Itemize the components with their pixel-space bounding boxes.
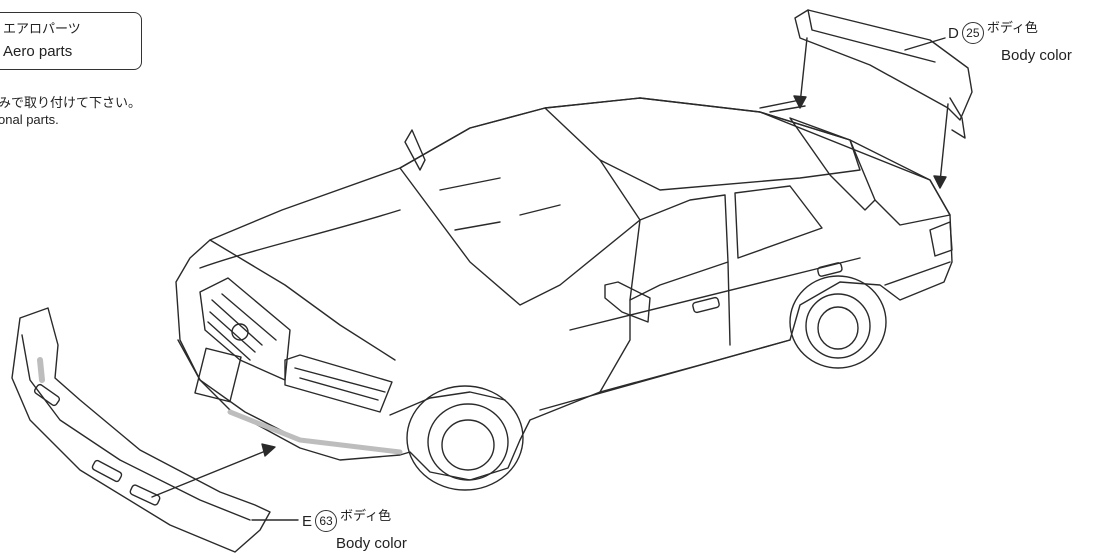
tail-light xyxy=(929,221,953,257)
front-lip-shade xyxy=(37,357,45,383)
front-door-handle xyxy=(692,296,720,314)
headlight-detail xyxy=(294,367,386,401)
installation-note: みで取り付けて下さい。 onal parts. xyxy=(0,94,141,128)
callout-D-leader xyxy=(904,37,946,51)
side-crease xyxy=(569,257,861,331)
installation-note-en: onal parts. xyxy=(0,112,59,127)
windshield xyxy=(399,107,641,306)
hood-line xyxy=(209,239,396,361)
car-body-outline xyxy=(175,97,953,481)
roof-line xyxy=(544,97,861,191)
callout-D-code: D xyxy=(948,24,959,42)
trunk-lid xyxy=(759,111,951,226)
door-line-1 xyxy=(599,299,631,393)
hood-crease xyxy=(199,209,401,269)
rear-spoiler-outline xyxy=(794,9,973,121)
grille-slats xyxy=(207,293,277,361)
spoiler-arrow-right-head xyxy=(933,175,947,189)
rear-spoiler-end-plate xyxy=(949,97,966,139)
rear-wheel-hub xyxy=(817,306,859,350)
front-wheel xyxy=(427,403,509,481)
spoiler-arrow-left-head xyxy=(793,95,807,109)
windshield-reflection-2 xyxy=(519,204,561,216)
rear-wheel-arch xyxy=(789,275,887,369)
windshield-reflection-1 xyxy=(439,177,501,191)
side-window-rear xyxy=(734,185,823,259)
rear-window xyxy=(789,117,876,211)
mirror xyxy=(604,281,651,323)
lip-arrow-line xyxy=(151,449,269,498)
headlight xyxy=(284,354,393,413)
lip-arrow-head xyxy=(261,443,276,457)
front-lip-vent-1 xyxy=(33,383,61,407)
callout-D-color-jp: ボディ色 xyxy=(986,20,1038,35)
fender-bar-front xyxy=(389,391,506,416)
front-lip-vent-2 xyxy=(91,459,123,483)
rear-wheel xyxy=(805,293,871,359)
spoiler-install-arrows xyxy=(793,37,949,189)
part-E-front-lip xyxy=(11,307,271,553)
front-wheel-hub xyxy=(441,419,495,471)
license-plate xyxy=(194,347,242,403)
underbody-shade xyxy=(227,409,403,455)
front-wheel-arch xyxy=(406,385,524,491)
rear-spoiler-edge xyxy=(807,9,936,63)
rear-bumper xyxy=(884,261,951,286)
rocker-sill xyxy=(539,339,791,411)
section-title-jp: エアロパーツ xyxy=(3,21,81,36)
callout-D-number-badge: 25 xyxy=(961,22,984,44)
spoiler-arrow-right xyxy=(939,103,949,183)
car-illustration xyxy=(175,97,953,491)
callout-E-number-badge: 63 xyxy=(315,510,338,532)
windshield-reflection-3 xyxy=(454,221,501,231)
door-line-2 xyxy=(727,261,731,346)
section-title-box: エアロパーツ Aero parts xyxy=(0,12,142,70)
grille-emblem xyxy=(231,323,249,341)
front-lip-edge xyxy=(21,334,251,521)
section-title-en: Aero parts xyxy=(3,43,73,60)
rear-door-handle xyxy=(817,262,843,277)
part-D-rear-spoiler xyxy=(794,9,973,139)
installation-note-jp: みで取り付けて下さい。 xyxy=(0,95,142,110)
spoiler-arrow-left xyxy=(799,37,808,105)
side-window-front xyxy=(629,194,729,301)
callout-E-color-en: Body color xyxy=(336,535,407,552)
front-lip-outline xyxy=(11,307,271,553)
callout-D-color-en: Body color xyxy=(1001,47,1072,64)
callout-E-color-jp: ボディ色 xyxy=(340,508,392,523)
front-lip-vent-3 xyxy=(129,484,161,506)
antenna xyxy=(404,129,426,171)
callout-E-code: E xyxy=(302,512,313,530)
lip-install-arrow xyxy=(151,443,276,498)
